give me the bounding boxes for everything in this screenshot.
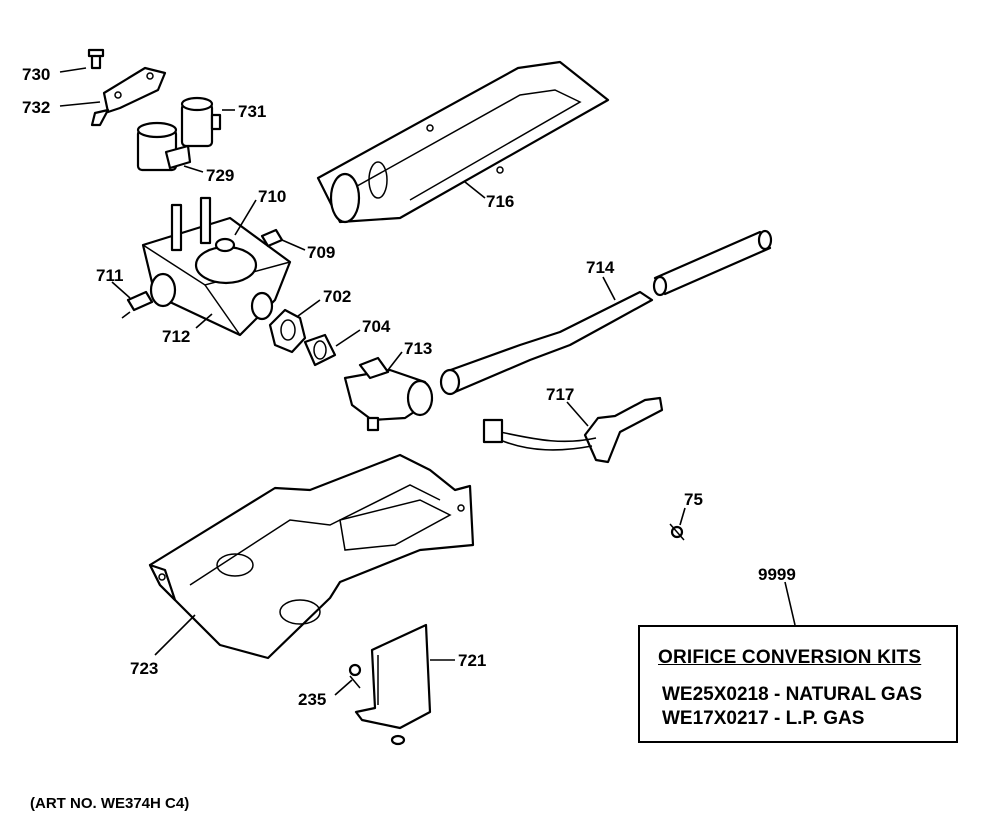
part-label-723: 723 <box>130 659 158 678</box>
part-235-screw <box>348 663 362 689</box>
part-75-screw <box>669 523 685 541</box>
kit-line-natural-gas: WE25X0218 - NATURAL GAS <box>662 684 923 705</box>
part-label-712: 712 <box>162 327 190 346</box>
part-label-721: 721 <box>458 651 486 670</box>
part-label-704: 704 <box>362 317 391 336</box>
part-732-bracket <box>90 66 167 127</box>
orifice-conversion-kit-box: ORIFICE CONVERSION KITS WE25X0218 - NATU… <box>638 625 958 743</box>
part-714-pipe <box>439 229 773 396</box>
part-716-burner <box>316 60 610 224</box>
part-729-coil <box>136 121 192 172</box>
part-label-75: 75 <box>684 490 703 509</box>
part-713-shutoff-valve <box>343 356 434 432</box>
part-label-709: 709 <box>307 243 335 262</box>
leader-lines <box>59 67 796 696</box>
part-717-igniter <box>482 396 664 464</box>
kit-line-lp-gas: WE17X0217 - L.P. GAS <box>662 708 865 729</box>
part-704-fitting <box>303 333 337 367</box>
part-label-716: 716 <box>486 192 514 211</box>
part-712-gas-valve <box>141 196 292 337</box>
part-label-729: 729 <box>206 166 234 185</box>
part-label-9999: 9999 <box>758 565 796 584</box>
part-label-717: 717 <box>546 385 574 404</box>
art-number: (ART NO. WE374H C4) <box>30 795 190 812</box>
part-711-orifice <box>121 290 154 319</box>
part-label-235: 235 <box>298 690 326 709</box>
part-723-bracket <box>148 453 475 660</box>
part-730-screw <box>87 48 105 70</box>
kit-box-title: ORIFICE CONVERSION KITS <box>658 647 922 668</box>
part-label-730: 730 <box>22 65 50 84</box>
part-label-714: 714 <box>586 258 615 277</box>
part-label-710: 710 <box>258 187 286 206</box>
part-label-713: 713 <box>404 339 432 358</box>
part-label-731: 731 <box>238 102 266 121</box>
part-number-labels: 730 732 731 729 716 710 709 711 712 702 … <box>22 65 796 709</box>
part-731-coil <box>180 96 222 148</box>
part-702-nut <box>268 308 307 354</box>
part-label-732: 732 <box>22 98 50 117</box>
part-721-shield <box>354 623 432 746</box>
part-label-702: 702 <box>323 287 351 306</box>
part-label-711: 711 <box>96 266 123 285</box>
